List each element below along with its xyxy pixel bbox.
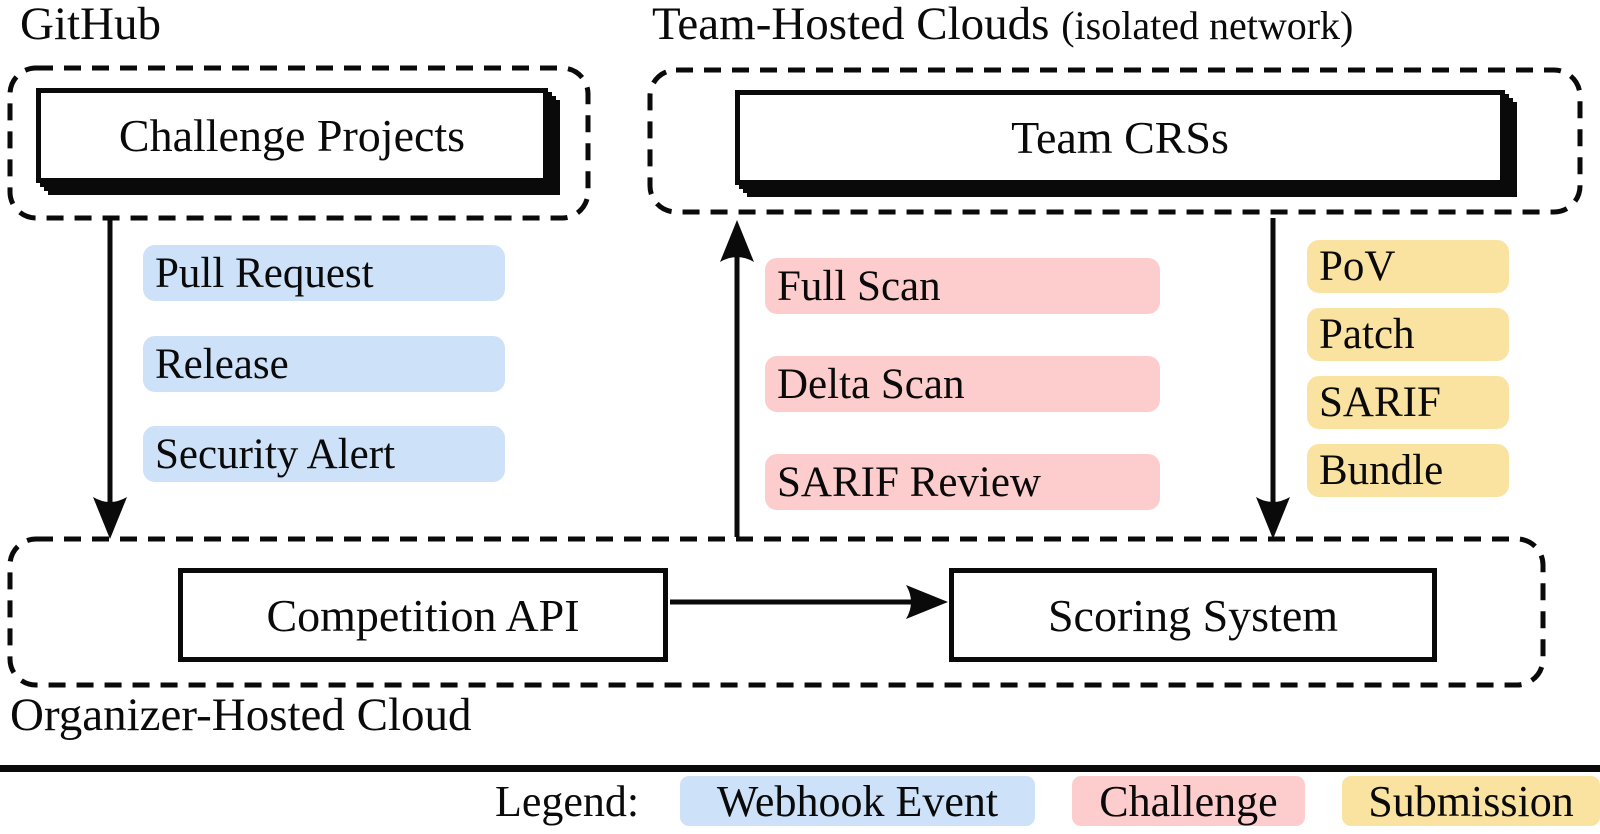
arrow-team-to-organizer bbox=[1256, 218, 1290, 539]
legend-submission: Submission bbox=[1342, 776, 1600, 826]
submission-pill-sarif: SARIF bbox=[1307, 376, 1509, 429]
challenge-projects-box: Challenge Projects bbox=[36, 88, 548, 183]
competition-api-box: Competition API bbox=[178, 568, 668, 662]
team-crss-box: Team CRSs bbox=[735, 90, 1505, 185]
webhook-event-pill-security-alert: Security Alert bbox=[143, 426, 505, 482]
submission-pill-pov: PoV bbox=[1307, 240, 1509, 293]
webhook-event-pill-release: Release bbox=[143, 336, 505, 392]
organizer-cloud-label: Organizer-Hosted Cloud bbox=[10, 689, 472, 741]
submission-pill-patch: Patch bbox=[1307, 308, 1509, 361]
organizer-cloud-border bbox=[7, 536, 1546, 688]
arrow-organizer-to-team bbox=[720, 220, 754, 537]
scoring-system-box: Scoring System bbox=[949, 568, 1437, 662]
challenge-pill-delta-scan: Delta Scan bbox=[765, 356, 1160, 412]
team-cloud-label-main: Team-Hosted Clouds bbox=[652, 0, 1050, 50]
github-cloud-label: GitHub bbox=[20, 0, 161, 50]
submission-pill-bundle: Bundle bbox=[1307, 444, 1509, 497]
challenge-pill-full-scan: Full Scan bbox=[765, 258, 1160, 314]
legend-webhook-event: Webhook Event bbox=[680, 776, 1035, 826]
arrow-api-to-scoring bbox=[670, 585, 948, 619]
github-cloud-border bbox=[7, 65, 591, 221]
team-cloud-label: Team-Hosted Clouds (isolated network) bbox=[652, 0, 1353, 49]
team-cloud-label-suffix: (isolated network) bbox=[1061, 3, 1354, 48]
legend-separator-rule bbox=[0, 765, 1600, 772]
arrow-github-to-organizer bbox=[93, 218, 127, 539]
legend-challenge: Challenge bbox=[1072, 776, 1305, 826]
challenge-pill-sarif-review: SARIF Review bbox=[765, 454, 1160, 510]
webhook-event-pill-pull-request: Pull Request bbox=[143, 245, 505, 301]
team-cloud-border bbox=[647, 67, 1583, 215]
legend-title: Legend: bbox=[495, 777, 640, 826]
